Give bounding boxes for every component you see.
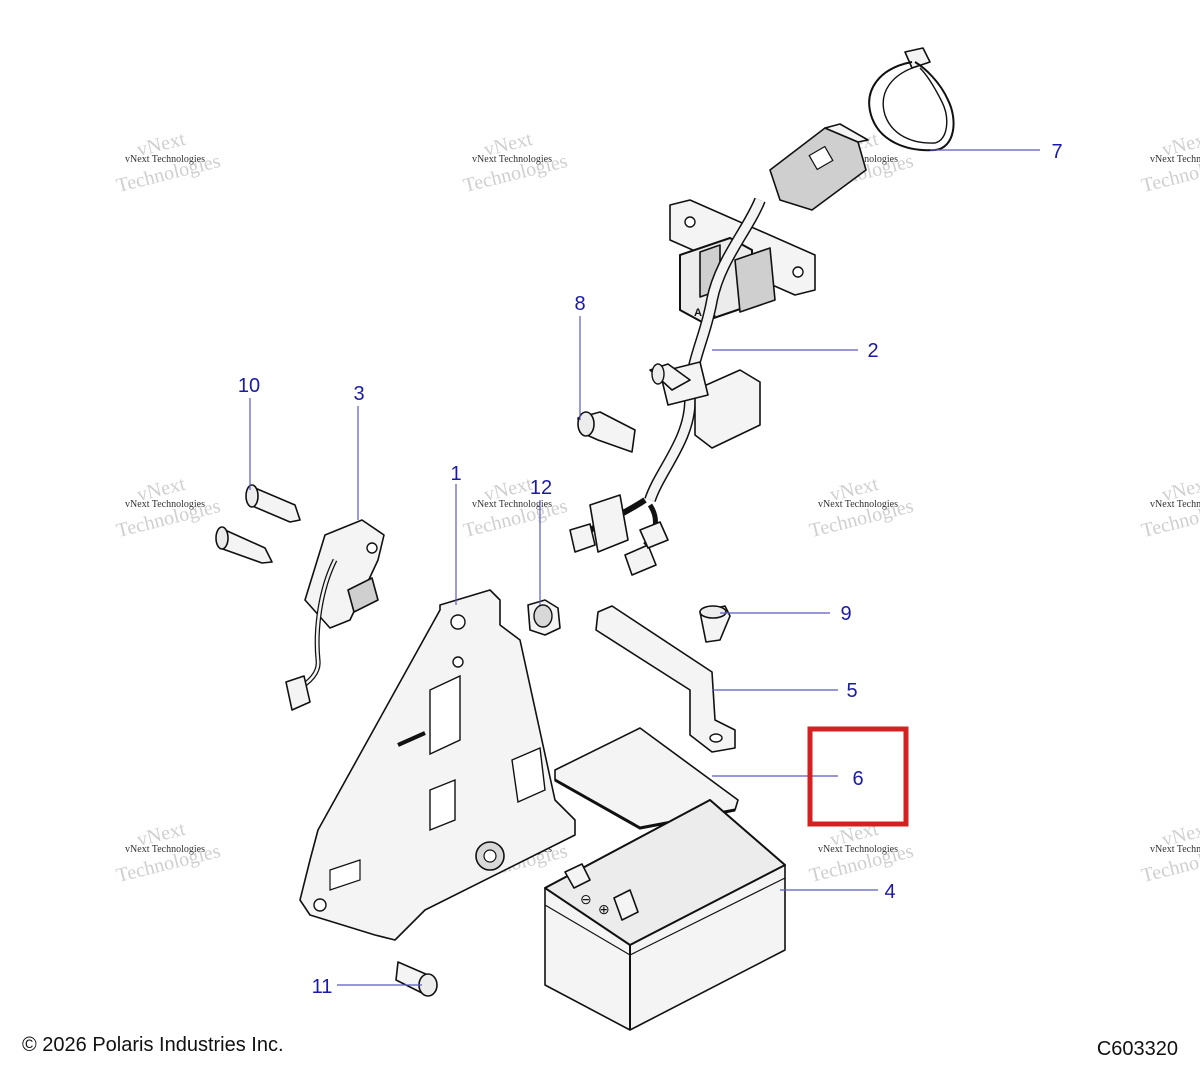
copyright-notice: © 2026 Polaris Industries Inc. [22,1034,284,1056]
part-3-sensor [285,519,385,711]
callout-6[interactable]: 6 [852,768,863,790]
battery-negative-mark: ⊖ [580,891,592,907]
callout-9[interactable]: 9 [840,603,851,625]
part-2-wire-harness: A B [569,123,869,576]
battery-positive-mark: ⊕ [598,901,610,917]
part-4-battery: ⊖ ⊕ [544,799,786,1031]
watermark-small: vNext Technologies [818,499,898,510]
watermark-small: vNext Technologies [472,499,552,510]
callout-4[interactable]: 4 [884,881,895,903]
watermark-small: vNext Technologies [1150,844,1200,855]
figure-id: C603320 [1096,1038,1178,1060]
watermark-small: vNext Technologies [472,154,552,165]
callout-8[interactable]: 8 [574,293,585,315]
watermark-small: vNext Technologies [1150,499,1200,510]
callout-12[interactable]: 12 [530,477,552,499]
leader-lines [249,149,1040,986]
callout-2[interactable]: 2 [867,340,878,362]
callout-10[interactable]: 10 [238,375,260,397]
watermark-small: vNext Technologies [125,499,205,510]
callout-7[interactable]: 7 [1051,141,1062,163]
part-7-cable-tie [868,47,955,152]
watermark-small: vNext Technologies [125,154,205,165]
part-10-screws [215,484,301,564]
part-5-hold-down-strap [595,605,736,753]
watermark-small: vNext Technologies [125,844,205,855]
connector-mark-a: A [694,307,702,319]
part-8-push-fastener [577,363,691,453]
callout-3[interactable]: 3 [353,383,364,405]
part-1-battery-bracket [299,589,576,941]
part-9-screw [699,605,731,643]
highlight-box [807,726,909,827]
watermark-small: vNext Technologies [1150,154,1200,165]
callout-5[interactable]: 5 [846,680,857,702]
part-11-bolt [395,961,438,997]
watermark-small: vNext Technologies [818,844,898,855]
part-12-nut [527,599,561,636]
callout-labels: 1 2 3 4 5 6 7 8 9 10 11 12 [238,141,1063,998]
callout-1[interactable]: 1 [450,463,461,485]
part-6-battery-pad [554,727,739,830]
callout-11[interactable]: 11 [312,976,333,998]
